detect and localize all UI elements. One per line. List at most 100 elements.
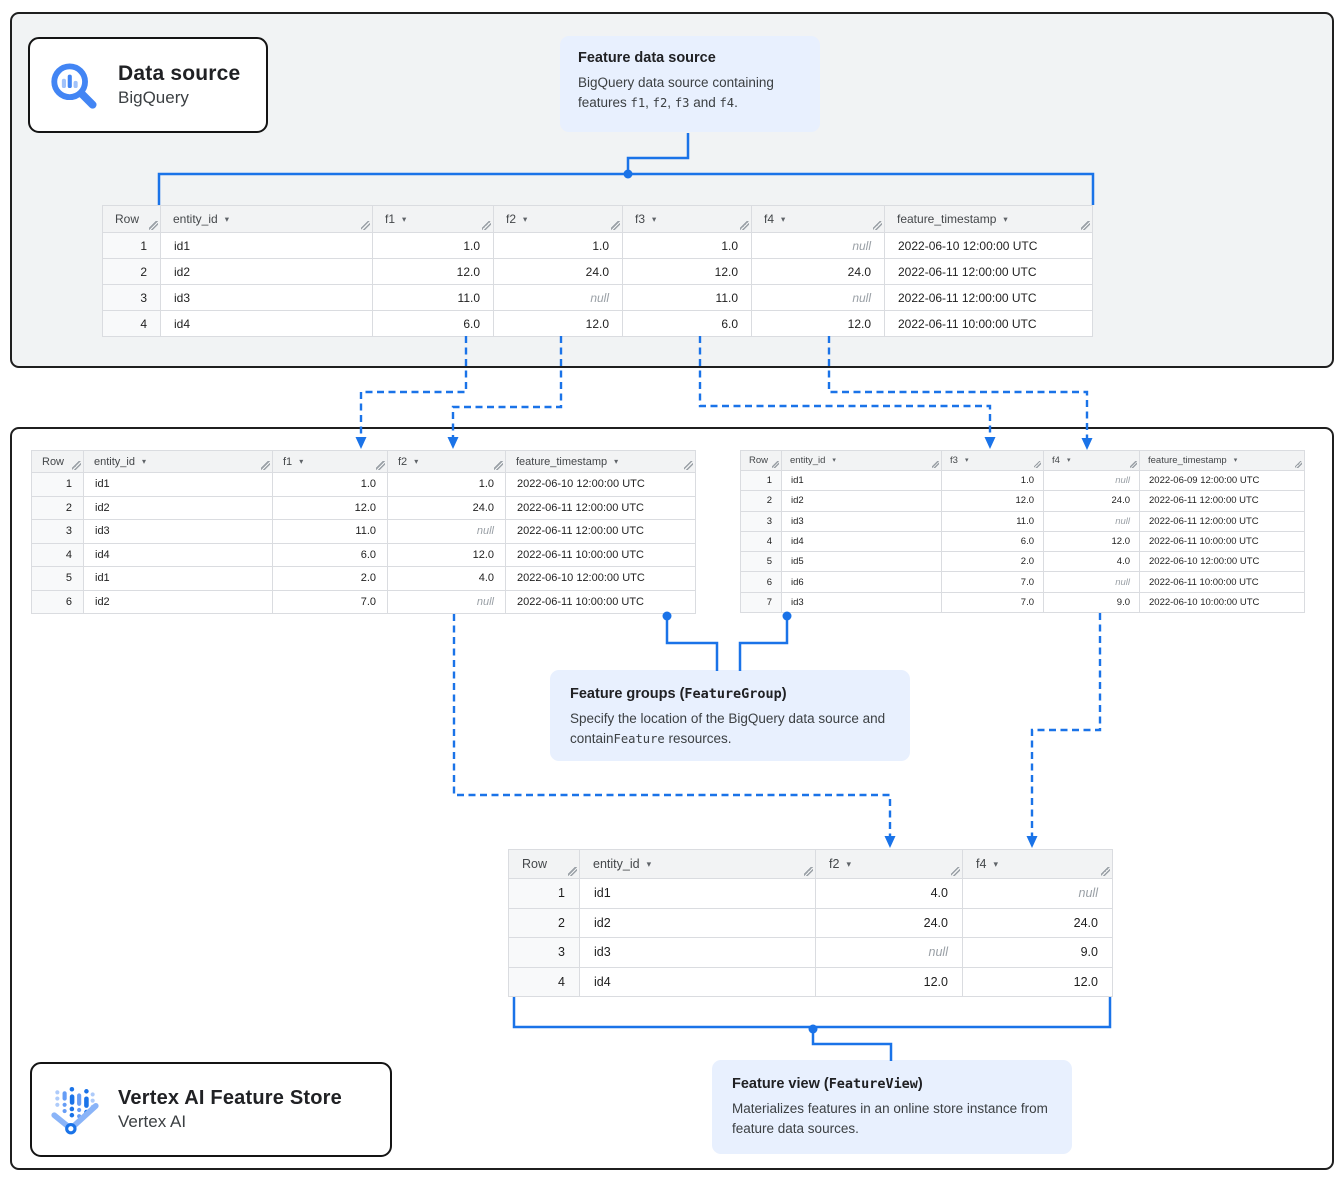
text-segment: Feature groups ( — [570, 686, 685, 702]
column-dropdown-icon[interactable]: ▾ — [846, 859, 851, 869]
resize-handle-icon[interactable] — [1295, 461, 1302, 468]
resize-handle-icon[interactable] — [494, 461, 503, 470]
resize-handle-icon[interactable] — [1034, 461, 1041, 468]
text-segment: BigQuery data source containing features — [578, 75, 774, 111]
column-header-row[interactable]: Row — [102, 205, 161, 233]
column-dropdown-icon[interactable]: ▾ — [832, 457, 836, 464]
resize-handle-icon[interactable] — [1081, 221, 1090, 230]
text-segment: , — [645, 95, 653, 111]
column-header-row[interactable]: Row — [31, 450, 84, 473]
column-header-f3[interactable]: f3▾ — [622, 205, 752, 233]
column-header-row[interactable]: Row — [508, 849, 580, 879]
mono-text: FeatureGroup — [684, 686, 782, 702]
column-dropdown-icon[interactable]: ▾ — [523, 214, 528, 224]
cell-f4: null — [962, 878, 1113, 909]
column-dropdown-icon[interactable]: ▾ — [299, 456, 304, 466]
column-header-f1[interactable]: f1▾ — [272, 450, 388, 473]
resize-handle-icon[interactable] — [772, 461, 779, 468]
column-dropdown-icon[interactable]: ▾ — [414, 456, 419, 466]
column-label: f2 — [829, 857, 840, 871]
cell-row: 4 — [102, 310, 161, 337]
cell-f2: 12.0 — [815, 966, 963, 997]
column-header-feature_timestamp[interactable]: feature_timestamp ▾ — [505, 450, 696, 473]
cell-f3: 12.0 — [941, 490, 1044, 512]
column-dropdown-icon[interactable]: ▾ — [781, 214, 786, 224]
cell-f2: null — [493, 284, 623, 311]
resize-handle-icon[interactable] — [1101, 867, 1110, 876]
column-header-row[interactable]: Row — [740, 450, 782, 471]
resize-handle-icon[interactable] — [804, 867, 813, 876]
resize-handle-icon[interactable] — [568, 867, 577, 876]
column-header-entity_id[interactable]: entity_id ▾ — [160, 205, 373, 233]
column-header-f4[interactable]: f4▾ — [751, 205, 885, 233]
cell-entity_id: id3 — [781, 591, 942, 614]
resize-handle-icon[interactable] — [149, 221, 158, 230]
column-dropdown-icon[interactable]: ▾ — [1003, 214, 1008, 224]
column-dropdown-icon[interactable]: ▾ — [993, 859, 998, 869]
cell-feature_timestamp: 2022-06-11 10:00:00 UTC — [1139, 571, 1305, 593]
text-segment: ) — [781, 686, 787, 702]
vertex-ai-icon — [51, 1086, 99, 1134]
column-header-feature_timestamp[interactable]: feature_timestamp▾ — [884, 205, 1093, 233]
column-label: entity_id — [593, 857, 640, 871]
resize-handle-icon[interactable] — [611, 221, 620, 230]
cell-f1: 2.0 — [272, 566, 388, 591]
column-dropdown-icon[interactable]: ▾ — [224, 214, 230, 224]
column-header-f2[interactable]: f2 ▾ — [815, 849, 963, 879]
cell-f1: 7.0 — [272, 589, 388, 614]
column-header-f4[interactable]: f4▾ — [962, 849, 1113, 879]
resize-handle-icon[interactable] — [72, 461, 81, 470]
column-label: entity_id — [173, 212, 218, 226]
resize-handle-icon[interactable] — [873, 221, 882, 230]
column-dropdown-icon[interactable]: ▾ — [141, 456, 146, 466]
cell-f2: 4.0 — [387, 566, 506, 591]
resize-handle-icon[interactable] — [361, 221, 370, 230]
cell-entity_id: id1 — [83, 566, 273, 591]
resize-handle-icon[interactable] — [1130, 461, 1137, 468]
resize-handle-icon[interactable] — [932, 461, 939, 468]
column-dropdown-icon[interactable]: ▾ — [652, 214, 657, 224]
cell-f4: 9.0 — [1043, 591, 1140, 614]
cell-f2: null — [387, 589, 506, 614]
column-header-f1[interactable]: f1▾ — [372, 205, 494, 233]
column-header-feature_timestamp[interactable]: feature_timestamp▾ — [1139, 450, 1305, 471]
column-dropdown-icon[interactable]: ▾ — [614, 456, 619, 466]
resize-handle-icon[interactable] — [482, 221, 491, 230]
column-header-entity_id[interactable]: entity_id ▾ — [579, 849, 816, 879]
cell-f3: 6.0 — [941, 530, 1044, 553]
resize-handle-icon[interactable] — [684, 461, 693, 470]
cell-entity_id: id2 — [579, 907, 816, 938]
column-header-entity_id[interactable]: entity_id▾ — [83, 450, 273, 473]
column-label: f4 — [1052, 455, 1060, 466]
column-header-f2[interactable]: f2▾ — [493, 205, 623, 233]
cell-f4: null — [1043, 571, 1140, 593]
column-header-entity_id[interactable]: entity_id▾ — [781, 450, 942, 471]
column-label: feature_timestamp — [516, 455, 608, 468]
column-header-f3[interactable]: f3▾ — [941, 450, 1044, 471]
resize-handle-icon[interactable] — [261, 461, 270, 470]
resize-handle-icon[interactable] — [740, 221, 749, 230]
column-dropdown-icon[interactable]: ▾ — [646, 859, 652, 869]
column-label: Row — [522, 857, 548, 871]
cell-feature_timestamp: 2022-06-11 10:00:00 UTC — [505, 542, 696, 567]
cell-entity_id: id3 — [83, 519, 273, 544]
column-dropdown-icon[interactable]: ▾ — [964, 457, 969, 464]
resize-handle-icon[interactable] — [376, 461, 385, 470]
column-dropdown-icon[interactable]: ▾ — [1233, 457, 1238, 464]
column-dropdown-icon[interactable]: ▾ — [402, 214, 407, 224]
cell-f4: null — [751, 232, 885, 259]
cell-row: 2 — [740, 490, 782, 512]
cell-row: 3 — [102, 284, 161, 311]
cell-f4: 9.0 — [962, 937, 1113, 968]
column-header-f2[interactable]: f2▾ — [387, 450, 506, 473]
column-dropdown-icon[interactable]: ▾ — [1066, 457, 1071, 464]
cell-entity_id: id2 — [83, 495, 273, 520]
resize-handle-icon[interactable] — [951, 867, 960, 876]
column-header-f4[interactable]: f4 ▾ — [1043, 450, 1140, 471]
